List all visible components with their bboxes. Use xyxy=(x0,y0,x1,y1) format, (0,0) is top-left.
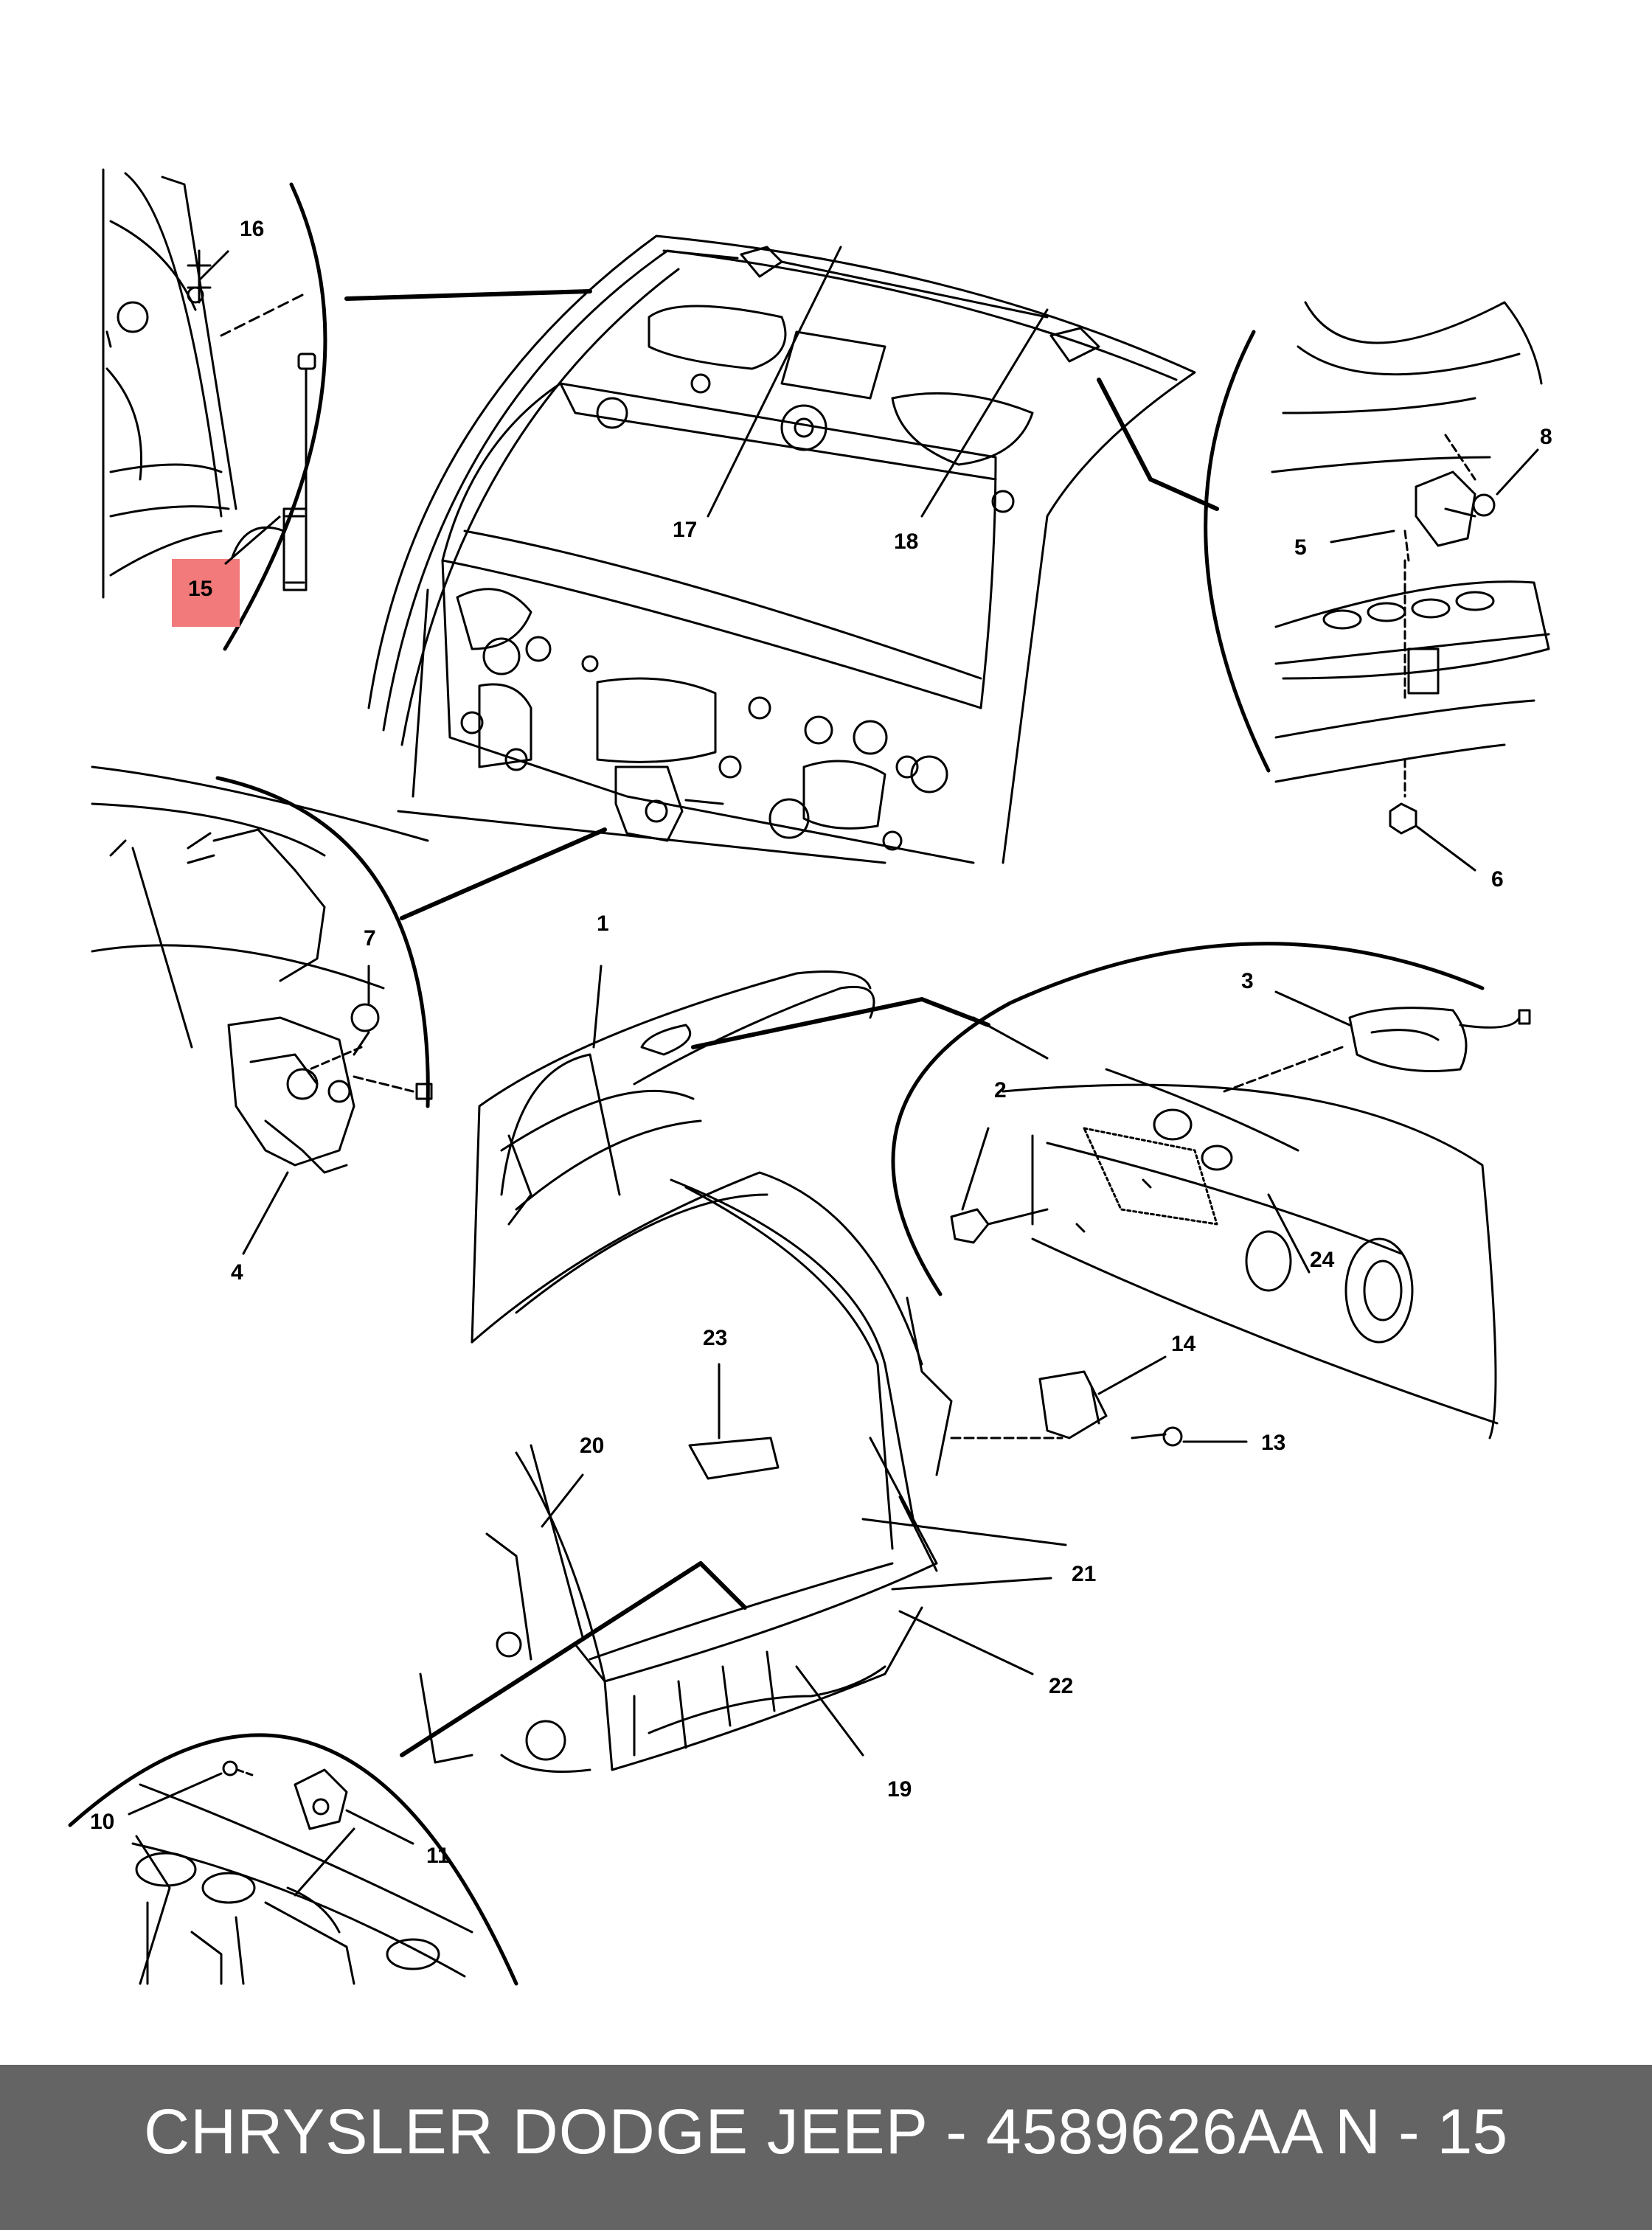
detail-bumper-view xyxy=(68,1733,518,1986)
callout-13: 13 xyxy=(1261,1431,1285,1455)
callout-5: 5 xyxy=(1294,535,1307,560)
callout-18: 18 xyxy=(894,529,918,554)
footer-bar xyxy=(0,2065,1652,2230)
callout-10: 10 xyxy=(90,1810,114,1834)
callout-22: 22 xyxy=(1049,1674,1073,1698)
detail-hinge-view xyxy=(1204,301,1550,872)
detail-handle-view xyxy=(891,942,1531,1447)
callout-11: 11 xyxy=(426,1844,450,1868)
callout-15-highlight xyxy=(172,559,240,627)
callout-17: 17 xyxy=(673,518,697,542)
page-code-label: N - 15 xyxy=(1335,2097,1508,2167)
callout-6: 6 xyxy=(1491,867,1504,892)
callout-2: 2 xyxy=(994,1078,1007,1102)
trunk-body-view xyxy=(419,970,953,1773)
callout-19: 19 xyxy=(887,1777,912,1802)
callout-23: 23 xyxy=(703,1326,727,1350)
callout-14: 14 xyxy=(1171,1332,1196,1356)
parts-diagram: 16 15 17 18 8 5 6 7 4 1 3 2 24 23 14 13 … xyxy=(68,168,1552,1986)
callout-8: 8 xyxy=(1540,425,1552,449)
part-number-label: CHRYSLER DODGE JEEP - 4589626AA xyxy=(144,2097,1325,2167)
callout-1: 1 xyxy=(597,911,609,936)
callout-24: 24 xyxy=(1310,1248,1335,1272)
liftgate-main-view xyxy=(367,235,1196,864)
detail-latch-view xyxy=(91,765,433,1255)
callout-15: 15 xyxy=(188,577,212,601)
detail-strut-view xyxy=(102,168,327,651)
callout-16: 16 xyxy=(240,217,264,241)
callout-3: 3 xyxy=(1241,969,1254,993)
callout-21: 21 xyxy=(1072,1562,1096,1586)
callout-4: 4 xyxy=(231,1260,243,1285)
callout-7: 7 xyxy=(364,926,376,951)
callout-20: 20 xyxy=(580,1434,604,1458)
